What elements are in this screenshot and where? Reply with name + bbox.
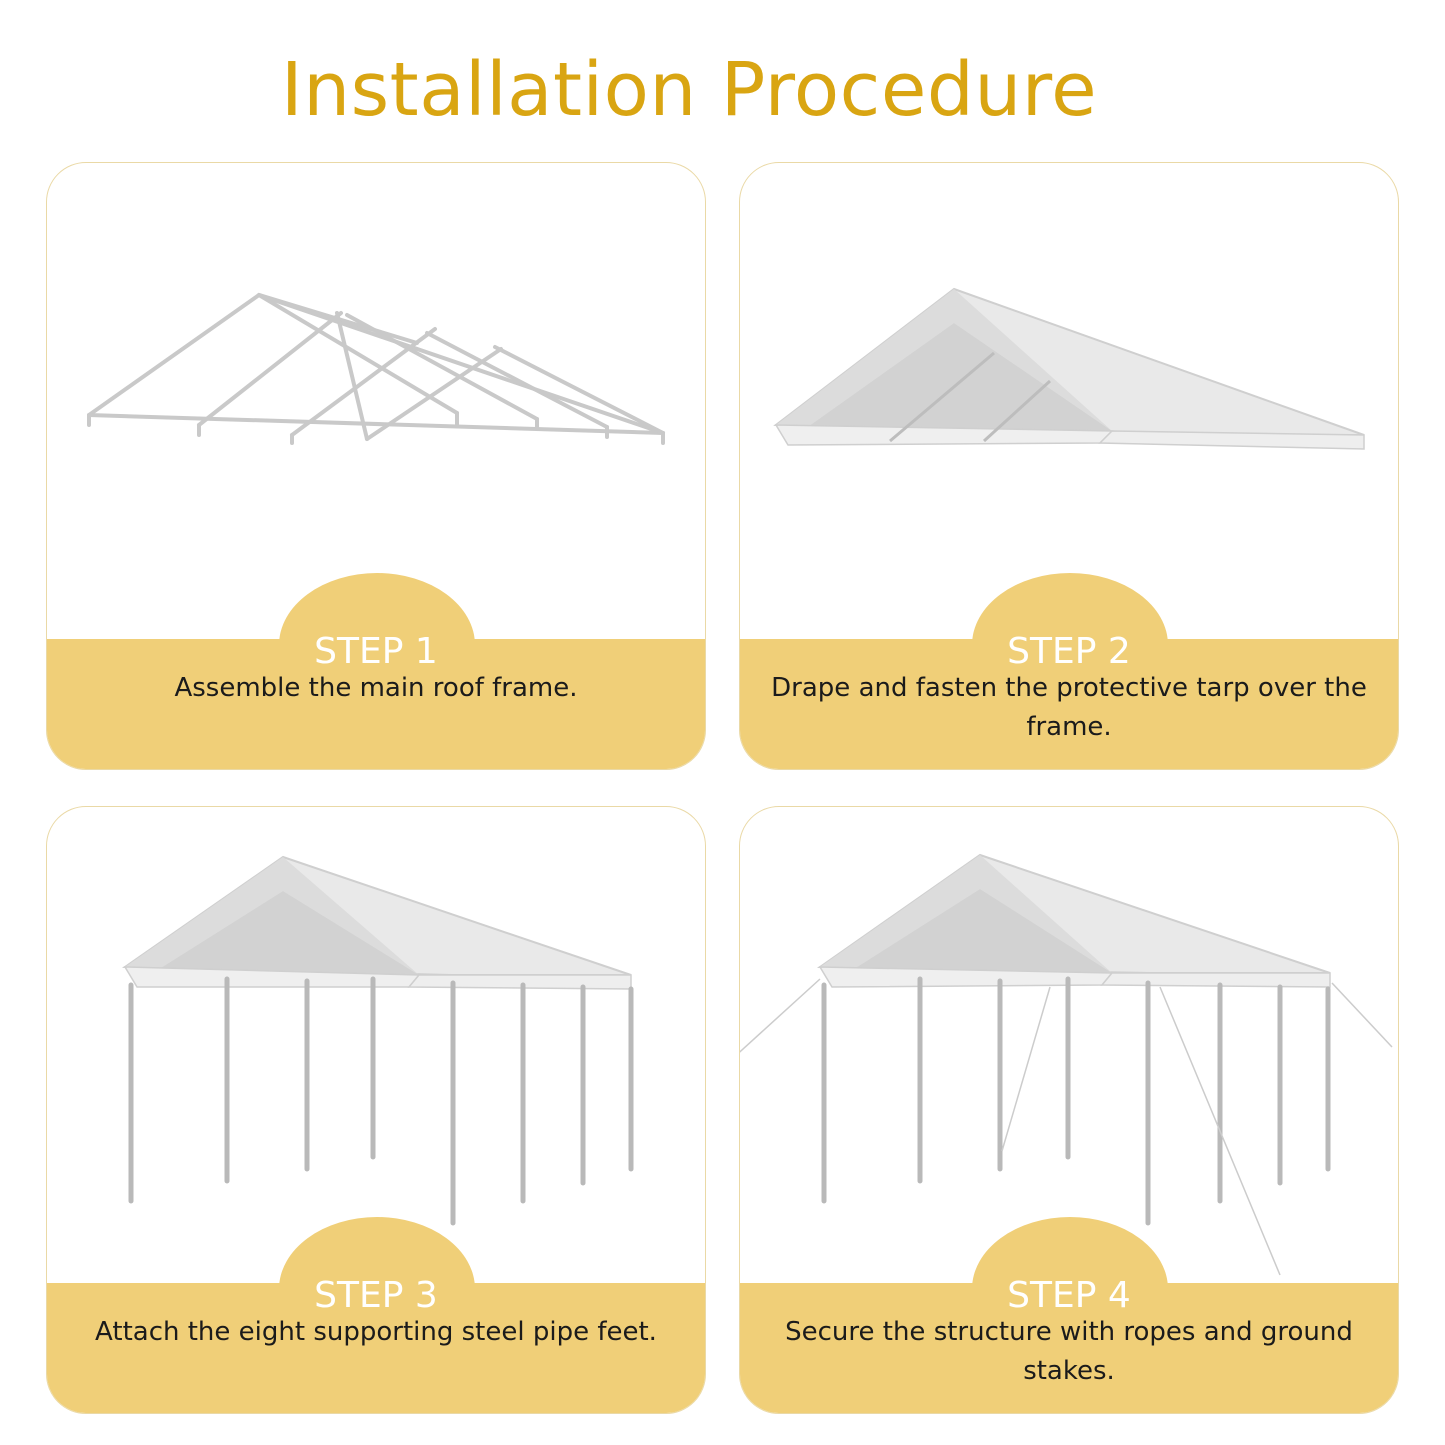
secured-canopy-illustration [740,853,1393,1276]
tarp-roof-illustration [773,287,1365,450]
step-tab [972,573,1168,693]
step-description: Assemble the main roof frame. [174,673,578,703]
page-title: Installation Procedure [280,47,1098,133]
step-label: STEP 1 [314,631,438,672]
step-description: Attach the eight supporting steel pipe f… [95,1317,657,1347]
step-card-2: STEP 2 Drape and fasten the protective t… [739,162,1399,770]
step-card-4: STEP 4 Secure the structure with ropes a… [739,806,1399,1414]
step-description: Secure the structure with ropes and grou… [785,1317,1353,1386]
step-card-3: STEP 3 Attach the eight supporting steel… [46,806,706,1414]
step-tab [279,573,475,693]
canopy-with-legs-illustration [121,855,634,1226]
step-label: STEP 3 [314,1275,438,1316]
step-tab [279,1217,475,1337]
roof-frame-illustration [87,292,665,445]
step-description: Drape and fasten the protective tarp ove… [771,673,1367,742]
step-tab [972,1217,1168,1337]
step-label: STEP 2 [1007,631,1131,672]
step-label: STEP 4 [1007,1275,1131,1316]
step-card-1: STEP 1 Assemble the main roof frame. [46,162,706,770]
